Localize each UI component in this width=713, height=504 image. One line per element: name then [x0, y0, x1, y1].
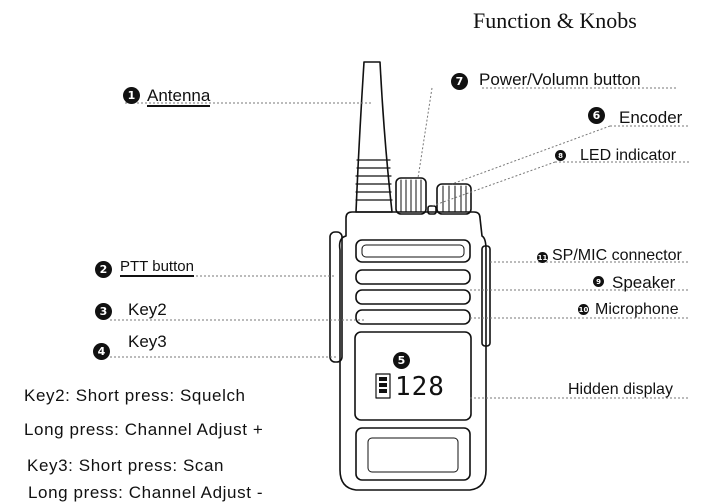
- callout-key3-label: Key3: [128, 332, 167, 351]
- callout-8-marker: 8: [555, 150, 566, 161]
- callout-11-marker: 11: [537, 252, 548, 263]
- callout-sp-mic-connector-label: SP/MIC connector: [552, 247, 682, 264]
- callout-6-marker: 6: [588, 107, 605, 124]
- callout-key2-label: Key2: [128, 300, 167, 319]
- callout-speaker-label: Speaker: [612, 273, 676, 292]
- note-key2-long: Long press: Channel Adjust +: [24, 420, 264, 439]
- callout-microphone-label: Microphone: [595, 301, 679, 318]
- callout-5-marker: 5: [393, 352, 410, 369]
- callout-7-marker: 7: [451, 73, 468, 90]
- side-ptt: [329, 231, 343, 363]
- callout-hidden-display-label: Hidden display: [568, 381, 673, 398]
- callout-ptt-label: PTT button: [120, 258, 194, 277]
- callout-power-volume-label: Power/Volumn button: [479, 70, 641, 89]
- callout-1-marker: 1: [123, 87, 140, 104]
- lcd-channel-value: 128: [395, 372, 445, 402]
- callout-4-marker: 4: [93, 343, 110, 360]
- volume-knob: [395, 177, 427, 215]
- encoder-knob: [436, 183, 472, 215]
- page-title: Function & Knobs: [473, 8, 637, 33]
- callout-encoder-label: Encoder: [619, 108, 683, 127]
- note-key3-long: Long press: Channel Adjust -: [28, 483, 264, 502]
- callout-led-indicator-label: LED indicator: [580, 147, 677, 164]
- note-key2-short: Key2: Short press: Squelch: [24, 386, 246, 405]
- note-key3-short: Key3: Short press: Scan: [27, 456, 225, 475]
- callout-9-marker: 9: [593, 276, 604, 287]
- callout-2-marker: 2: [95, 261, 112, 278]
- callout-10-marker: 10: [578, 304, 589, 315]
- callout-3-marker: 3: [95, 303, 112, 320]
- antenna: [355, 61, 393, 213]
- callout-antenna-label: Antenna: [147, 86, 211, 107]
- display-window: [354, 331, 472, 421]
- radio-body: [338, 211, 487, 491]
